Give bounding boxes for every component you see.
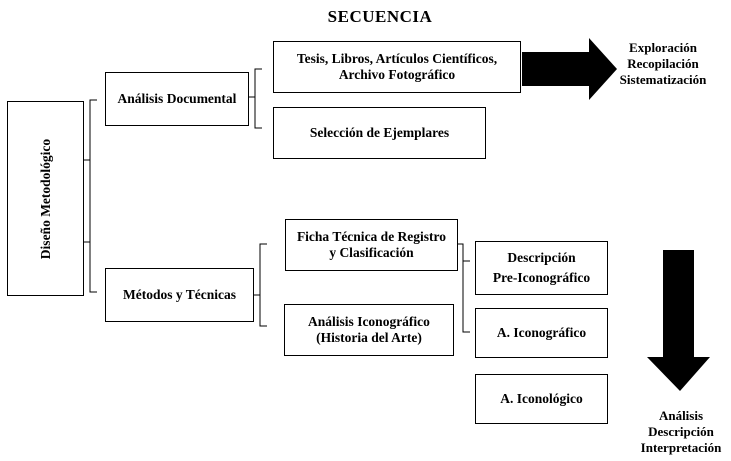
metodos-tecnicas-label: Métodos y Técnicas [123, 287, 236, 302]
metodos-bracket [254, 243, 267, 327]
right-arrow [522, 38, 617, 100]
iconografico-line-2: (Historia del Arte) [316, 330, 422, 345]
analisis-documental-box: Análisis Documental [105, 72, 249, 126]
a-iconologico-box: A. Iconológico [475, 374, 608, 424]
metodos-tecnicas-box: Métodos y Técnicas [105, 268, 254, 322]
pre-line-2: Pre-Iconográfico [492, 270, 591, 285]
bottom-outcome: Análisis Descripción Interpretación [626, 408, 731, 456]
outcome-analisis: Análisis [658, 408, 704, 423]
outcome-exploracion: Exploración [629, 40, 697, 55]
outcome-interpretacion: Interpretación [640, 440, 722, 455]
root-box: Diseño Metodológico [7, 101, 84, 296]
down-arrow [647, 250, 710, 391]
root-connector [84, 159, 90, 243]
root-label: Diseño Metodológico [37, 138, 53, 259]
seleccion-label: Selección de Ejemplares [309, 125, 450, 140]
pre-iconografico-box: Descripción Pre-Iconográfico [475, 241, 608, 295]
tesis-line-2: Archivo Fotográfico [338, 67, 456, 82]
root-bracket [84, 99, 97, 293]
ficha-line-1: Ficha Técnica de Registro [296, 229, 447, 244]
levels-bracket [458, 243, 470, 333]
diagram-title: SECUENCIA [327, 7, 433, 26]
tesis-libros-box: Tesis, Libros, Artículos Científicos, Ar… [273, 41, 521, 93]
ficha-tecnica-box: Ficha Técnica de Registro y Clasificació… [285, 219, 458, 271]
iconografico-line-1: Análisis Iconográfico [308, 314, 430, 329]
analisis-iconografico-box: Análisis Iconográfico (Historia del Arte… [284, 304, 454, 356]
pre-line-1: Descripción [507, 250, 576, 265]
a-iconografico-label: A. Iconográfico [496, 325, 587, 340]
seleccion-ejemplares-box: Selección de Ejemplares [273, 107, 486, 159]
a-iconografico-box: A. Iconográfico [475, 308, 608, 358]
ficha-line-2: y Clasificación [329, 245, 414, 260]
tesis-line-1: Tesis, Libros, Artículos Científicos, [296, 51, 498, 66]
outcome-sistematizacion: Sistematización [619, 72, 707, 87]
outcome-descripcion: Descripción [648, 424, 714, 439]
right-outcome: Exploración Recopilación Sistematización [608, 40, 718, 88]
documental-bracket [249, 68, 262, 129]
outcome-recopilacion: Recopilación [627, 56, 699, 71]
analisis-documental-label: Análisis Documental [117, 91, 237, 106]
a-iconologico-label: A. Iconológico [500, 391, 583, 406]
